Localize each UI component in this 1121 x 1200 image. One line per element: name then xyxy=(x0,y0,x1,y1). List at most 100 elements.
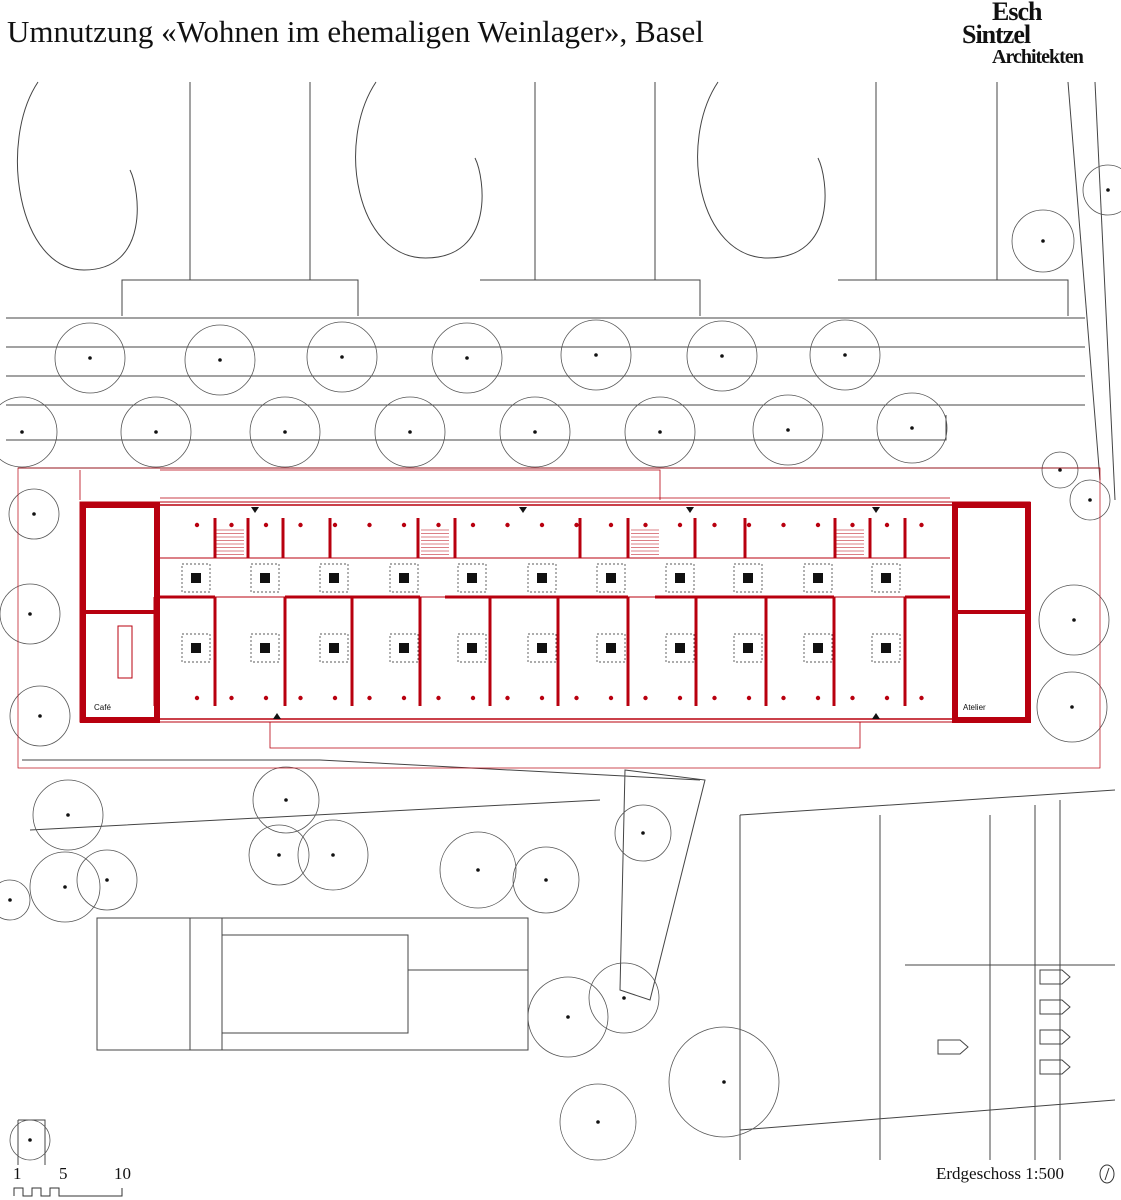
pillar-footprint xyxy=(871,633,901,663)
tree xyxy=(184,324,256,396)
column-dot xyxy=(505,695,510,701)
column-dot xyxy=(919,695,924,701)
pillar xyxy=(467,643,477,653)
column-dot xyxy=(298,522,303,528)
column-dot xyxy=(643,695,648,701)
column-dot xyxy=(815,695,821,701)
column-dot xyxy=(332,522,338,528)
tree xyxy=(1041,451,1079,489)
path-line xyxy=(17,759,706,1165)
pillar-footprint xyxy=(871,563,901,593)
column-dot xyxy=(470,695,476,701)
pillar xyxy=(191,643,201,653)
tree-trunk xyxy=(28,612,32,616)
tree xyxy=(120,396,192,468)
entrance-arrow-icon xyxy=(872,713,880,719)
tree-trunk xyxy=(1041,239,1045,243)
column-dot xyxy=(436,522,441,528)
tree-trunk xyxy=(218,358,222,362)
tree xyxy=(439,831,517,909)
tree xyxy=(248,824,310,886)
pillar xyxy=(675,573,685,583)
sport-field xyxy=(96,917,529,1051)
neighbour-building xyxy=(534,82,656,281)
tree-trunk xyxy=(105,878,109,882)
tree-trunk xyxy=(340,355,344,359)
scale-label: 5 xyxy=(59,1164,68,1183)
scale-bar xyxy=(13,1187,123,1197)
column-dot xyxy=(436,695,441,701)
tree xyxy=(252,766,320,834)
column-dot xyxy=(781,522,786,528)
tree xyxy=(1036,671,1108,743)
logo: Esch Sintzel Architekten xyxy=(962,0,1112,69)
tree-trunk xyxy=(8,898,12,902)
neighbour-building xyxy=(875,82,998,281)
tree xyxy=(29,851,101,923)
tree xyxy=(752,394,824,466)
tree xyxy=(306,321,378,393)
tree xyxy=(9,1119,51,1161)
pillar-footprint xyxy=(803,633,833,663)
tree-trunk xyxy=(331,853,335,857)
column-dot xyxy=(574,522,579,528)
pillar xyxy=(329,573,339,583)
pillar xyxy=(537,573,547,583)
pillar xyxy=(399,573,409,583)
pillar-footprint xyxy=(596,563,626,593)
scale-label: 10 xyxy=(114,1164,131,1183)
counter xyxy=(117,625,133,679)
pillar-footprint xyxy=(250,633,280,663)
room-label-cafe: Café xyxy=(94,703,111,712)
pillar-footprint xyxy=(733,563,763,593)
car-outline xyxy=(1039,969,1071,985)
tree xyxy=(297,819,369,891)
column-dot xyxy=(229,695,234,701)
pillar-footprint xyxy=(527,633,557,663)
pillar-footprint xyxy=(803,563,833,593)
tree-trunk xyxy=(66,813,70,817)
column-dot xyxy=(470,522,476,528)
pillar-footprint xyxy=(665,633,695,663)
column-dot xyxy=(539,522,545,528)
pillar-footprint xyxy=(527,563,557,593)
sport-field-line xyxy=(189,918,528,1050)
entrance-arrow-icon xyxy=(686,507,694,513)
column-dot xyxy=(367,522,372,528)
scale-label: 1 xyxy=(13,1164,22,1183)
tree-trunk xyxy=(20,430,24,434)
column-dot xyxy=(712,522,717,528)
tree xyxy=(499,396,571,468)
street-line xyxy=(1067,81,1101,481)
tree-trunk xyxy=(594,353,598,357)
tree-trunk xyxy=(154,430,158,434)
column-dot xyxy=(746,695,752,701)
parking-line xyxy=(739,789,1116,1160)
column-dot xyxy=(884,695,890,701)
tree-trunk xyxy=(476,868,480,872)
pillar xyxy=(743,643,753,653)
column-dot xyxy=(815,522,821,528)
tree-trunk xyxy=(544,878,548,882)
tree-trunk xyxy=(641,831,645,835)
tree xyxy=(614,804,672,862)
pillar xyxy=(881,573,891,583)
tree xyxy=(0,396,58,468)
tree xyxy=(686,320,758,392)
tree xyxy=(1038,584,1110,656)
page-title: Umnutzung «Wohnen im ehemaligen Weinlage… xyxy=(7,14,704,49)
column-dot xyxy=(746,522,752,528)
column-dot xyxy=(919,522,924,528)
pillar xyxy=(675,643,685,653)
column-dot xyxy=(401,695,407,701)
entrance-arrow-icon xyxy=(872,507,880,513)
column-dot xyxy=(850,695,855,701)
pillar-footprint xyxy=(250,563,280,593)
tree-trunk xyxy=(28,1138,32,1142)
tree xyxy=(54,322,126,394)
column-dot xyxy=(194,522,200,528)
tree xyxy=(374,396,446,468)
scale-bar-ticks xyxy=(13,1187,123,1197)
entrance-arrow-icon xyxy=(273,713,281,719)
